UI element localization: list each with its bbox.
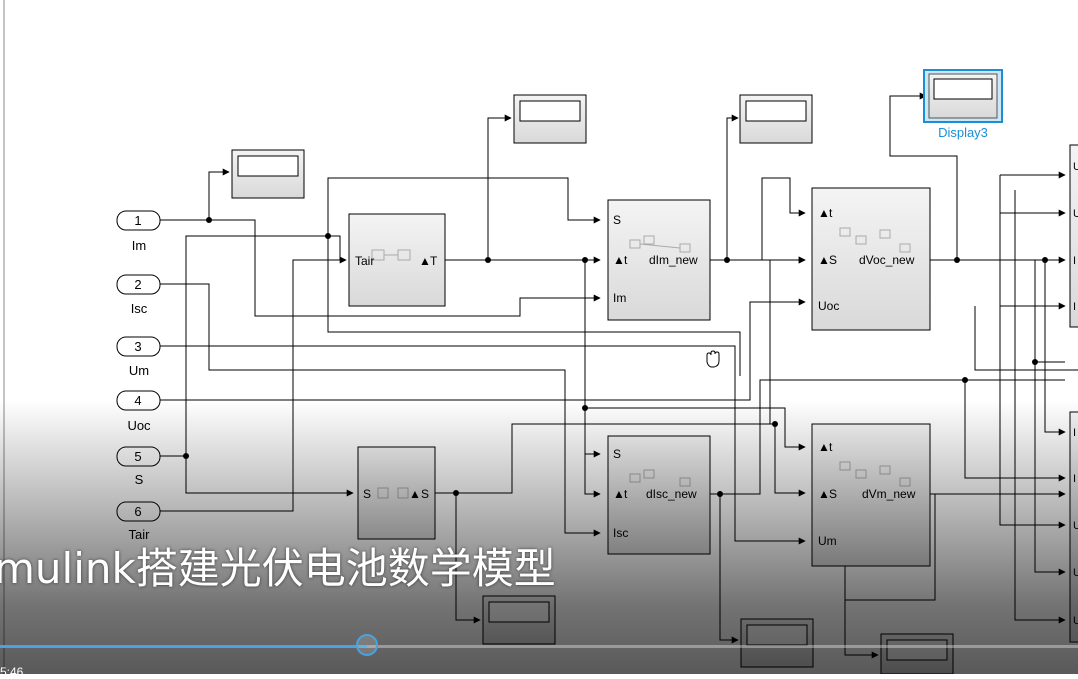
- svg-text:▲: ▲: [409, 487, 421, 501]
- svg-text:▲: ▲: [818, 206, 830, 220]
- svg-text:S: S: [613, 213, 621, 227]
- video-progress-fill: [0, 645, 367, 648]
- svg-text:S: S: [363, 487, 371, 501]
- display-block-6[interactable]: [740, 618, 814, 668]
- svg-text:S: S: [135, 472, 144, 487]
- display3-label: Display3: [938, 125, 988, 140]
- svg-text:▲: ▲: [419, 254, 431, 268]
- svg-text:Tair: Tair: [355, 254, 374, 268]
- inport-3[interactable]: 3 Um: [116, 336, 161, 378]
- svg-text:I: I: [1073, 473, 1076, 485]
- svg-text:Im: Im: [613, 291, 626, 305]
- dim-new-subsystem[interactable]: S ▲ t Im dIm_new: [607, 199, 711, 321]
- video-subtitle: mulink搭建光伏电池数学模型: [0, 544, 556, 593]
- disc-new-subsystem[interactable]: S ▲ t Isc dIsc_new: [607, 435, 711, 555]
- hand-cursor-icon: [706, 350, 720, 368]
- svg-text:U: U: [1073, 161, 1078, 173]
- svg-text:5: 5: [134, 449, 141, 464]
- svg-text:Um: Um: [129, 363, 149, 378]
- svg-text:Uoc: Uoc: [127, 418, 151, 433]
- svg-text:S: S: [613, 447, 621, 461]
- svg-text:▲: ▲: [613, 253, 625, 267]
- temperature-subsystem-bottom[interactable]: S ▲ S: [357, 446, 436, 540]
- display-block-5[interactable]: [482, 595, 556, 645]
- svg-text:dIm_new: dIm_new: [649, 253, 698, 267]
- svg-text:dIsc_new: dIsc_new: [646, 487, 697, 501]
- svg-text:S: S: [421, 487, 429, 501]
- display-block-3[interactable]: [739, 94, 813, 144]
- svg-text:3: 3: [134, 339, 141, 354]
- svg-text:I: I: [1073, 255, 1076, 267]
- inport-2[interactable]: 2 Isc: [116, 274, 161, 316]
- svg-text:Im: Im: [132, 238, 146, 253]
- svg-text:2: 2: [134, 277, 141, 292]
- display3-block[interactable]: Display3: [923, 69, 1003, 140]
- dvoc-new-subsystem[interactable]: ▲ t ▲ S Uoc dVoc_new: [811, 187, 931, 331]
- video-time-label: 5:46: [0, 665, 24, 679]
- dvm-new-subsystem[interactable]: ▲ t ▲ S Um dVm_new: [811, 423, 931, 567]
- inport-1[interactable]: 1 Im: [116, 210, 161, 253]
- svg-text:t: t: [624, 253, 628, 267]
- svg-text:dVm_new: dVm_new: [862, 487, 916, 501]
- video-progress-track[interactable]: [0, 645, 1078, 648]
- temperature-subsystem-top[interactable]: Tair ▲ T: [348, 213, 446, 307]
- display-block-2[interactable]: [513, 94, 587, 144]
- svg-text:I: I: [1073, 301, 1076, 313]
- svg-text:▲: ▲: [818, 253, 830, 267]
- inport-5[interactable]: 5 S: [116, 446, 161, 487]
- svg-text:S: S: [829, 487, 837, 501]
- svg-text:1: 1: [134, 213, 141, 228]
- video-progress-knob[interactable]: [356, 634, 378, 656]
- inport-4[interactable]: 4 Uoc: [116, 390, 161, 433]
- svg-text:dVoc_new: dVoc_new: [859, 253, 915, 267]
- svg-text:Isc: Isc: [613, 526, 628, 540]
- svg-text:t: t: [829, 206, 833, 220]
- display-block-1[interactable]: [231, 149, 305, 199]
- svg-text:U: U: [1073, 208, 1078, 220]
- svg-text:U: U: [1073, 567, 1078, 579]
- svg-text:U: U: [1073, 520, 1078, 532]
- output-subsystem-right[interactable]: U U I I I I U U U: [1069, 144, 1078, 643]
- svg-text:T: T: [430, 254, 438, 268]
- svg-text:U: U: [1073, 615, 1078, 627]
- display-block-7[interactable]: [880, 633, 954, 674]
- svg-text:Isc: Isc: [131, 301, 148, 316]
- svg-text:4: 4: [134, 393, 141, 408]
- svg-text:I: I: [1073, 427, 1076, 439]
- svg-text:S: S: [829, 253, 837, 267]
- svg-text:Um: Um: [818, 534, 837, 548]
- svg-text:Uoc: Uoc: [818, 299, 839, 313]
- svg-text:6: 6: [134, 504, 141, 519]
